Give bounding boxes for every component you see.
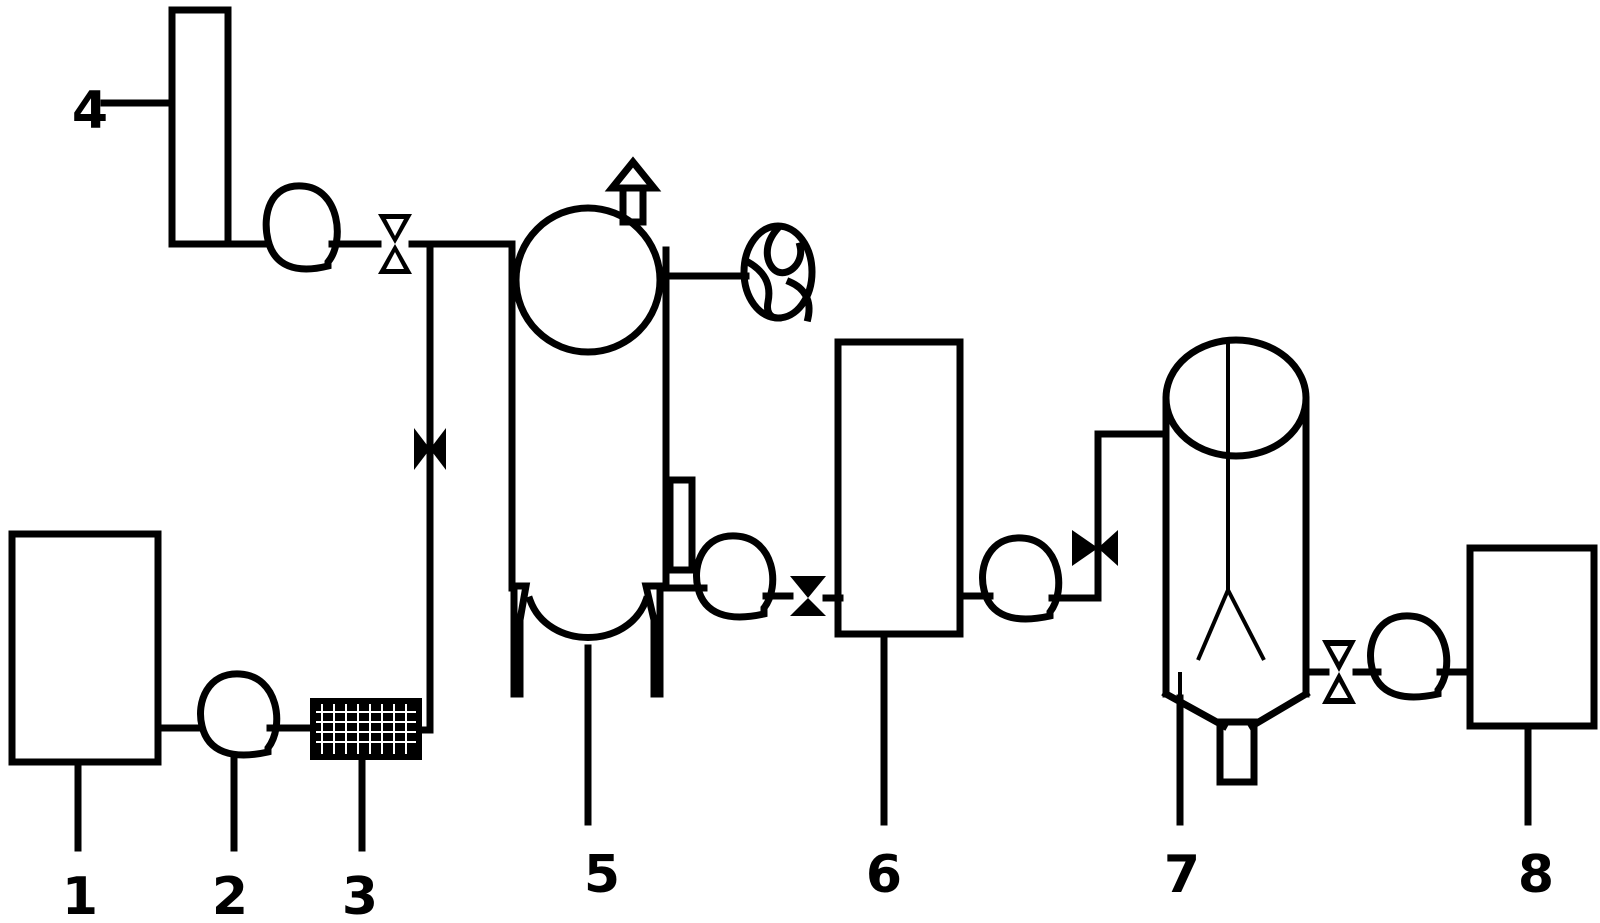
label-5: 5 xyxy=(584,845,620,905)
label-2: 2 xyxy=(212,867,248,923)
valve-icon xyxy=(790,576,826,616)
label-1: 1 xyxy=(62,867,98,923)
pump-icon xyxy=(979,534,1063,623)
valve-icon xyxy=(414,428,446,470)
settler-cone-right xyxy=(1247,689,1311,731)
component-5-reactor xyxy=(508,156,696,826)
fan-icon xyxy=(740,222,816,323)
label-4: 4 xyxy=(72,81,108,141)
filter-grid xyxy=(316,704,416,754)
label-6: 6 xyxy=(866,845,902,905)
component-3-filter xyxy=(310,698,422,852)
valve-icon xyxy=(378,214,412,274)
deflector-right xyxy=(1226,589,1266,661)
label-3: 3 xyxy=(342,867,378,923)
component-4-tank xyxy=(100,6,232,248)
component-7-settler xyxy=(1161,336,1311,826)
label-8: 8 xyxy=(1518,845,1554,905)
settler-outlet xyxy=(1216,718,1258,786)
label-7: 7 xyxy=(1164,845,1200,905)
component-2-pump-icon xyxy=(197,670,281,852)
component-1-tank xyxy=(8,530,162,852)
pump-icon xyxy=(1367,612,1451,701)
pump-icon xyxy=(262,182,341,273)
settler-cone-left xyxy=(1161,689,1229,731)
exhaust-arrow-icon xyxy=(604,156,662,226)
deflector-left xyxy=(1196,589,1230,661)
component-8-tank xyxy=(1466,544,1598,826)
component-6-column xyxy=(834,338,964,826)
valve-icon xyxy=(1322,640,1356,704)
valve-icon xyxy=(1072,530,1118,566)
sight-glass xyxy=(666,476,696,574)
pump-icon xyxy=(693,532,777,621)
